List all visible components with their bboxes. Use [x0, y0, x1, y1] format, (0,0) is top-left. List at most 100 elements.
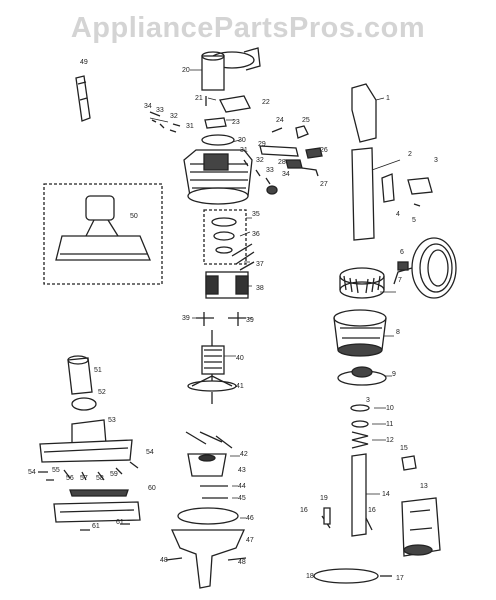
callout-56: 56	[66, 475, 74, 482]
callout-19: 19	[320, 495, 328, 502]
callout-16b: 16	[368, 507, 376, 514]
callout-33b: 33	[266, 167, 274, 174]
part-brushes	[196, 312, 246, 326]
part-belt	[313, 568, 379, 584]
callout-41: 41	[236, 383, 244, 390]
callout-39a: 39	[182, 315, 190, 322]
part-wand-top	[351, 83, 377, 143]
callout-34b: 34	[282, 171, 290, 178]
callout-39b: 39	[246, 317, 254, 324]
callout-50: 50	[130, 213, 138, 220]
part-brush-strip	[69, 489, 129, 497]
callout-54a: 54	[28, 469, 36, 476]
part-wand-tube	[351, 147, 375, 241]
callout-32a: 32	[170, 113, 178, 120]
part-handle-grip	[75, 75, 91, 122]
callout-8: 8	[396, 329, 400, 336]
callout-21: 21	[195, 95, 203, 102]
callout-48a: 48	[160, 557, 168, 564]
watermark: AppliancePartsPros.com	[70, 12, 426, 44]
callout-16a: 16	[300, 507, 308, 514]
part-washer	[350, 404, 370, 412]
part-gasket	[177, 507, 239, 525]
part-hose-end	[67, 355, 97, 411]
callout-61b: 61	[116, 519, 124, 526]
callout-52: 52	[98, 389, 106, 396]
callout-31b: 31	[240, 147, 248, 154]
callout-37a: 37	[256, 261, 264, 268]
part-nozzle-base	[170, 529, 246, 589]
part-fan	[187, 375, 237, 404]
part-wires	[231, 243, 255, 271]
part-armature	[201, 330, 225, 382]
callout-25: 25	[302, 117, 310, 124]
callout-59: 59	[110, 471, 118, 478]
callout-44: 44	[238, 483, 246, 490]
callout-53: 53	[108, 417, 116, 424]
callout-46: 46	[246, 515, 254, 522]
callout-6: 6	[400, 249, 404, 256]
callout-20: 20	[182, 67, 190, 74]
callout-17: 17	[396, 575, 404, 582]
callout-1: 1	[386, 95, 390, 102]
part-dust-cup	[401, 497, 441, 557]
part-ring-gear	[339, 267, 385, 299]
callout-33a: 33	[156, 107, 164, 114]
part-latch	[401, 455, 417, 471]
callout-36: 36	[252, 231, 260, 238]
callout-42: 42	[240, 451, 248, 458]
part-lower-tube	[351, 453, 367, 537]
callout-61a: 61	[92, 523, 100, 530]
callout-15: 15	[400, 445, 408, 452]
part-screws-42	[185, 431, 233, 449]
callout-29: 29	[258, 141, 266, 148]
callout-11: 11	[386, 421, 393, 428]
part-upholstery-tool	[39, 419, 133, 463]
callout-26: 26	[320, 147, 328, 154]
part-fan-cover	[187, 453, 227, 477]
callout-57: 57	[80, 475, 88, 482]
part-filter-bag	[333, 309, 387, 357]
callout-10: 10	[386, 405, 394, 412]
callout-27: 27	[320, 181, 328, 188]
part-screws-left	[149, 111, 181, 133]
callout-7: 7	[398, 277, 402, 284]
callout-40: 40	[236, 355, 244, 362]
part-clip	[205, 95, 251, 113]
callout-24: 24	[276, 117, 284, 124]
callout-45: 45	[238, 495, 246, 502]
part-clip-19	[323, 507, 331, 525]
callout-3b: 3	[366, 397, 370, 404]
callout-2: 2	[408, 151, 412, 158]
part-diaphragm	[337, 366, 387, 386]
part-bottom-plate	[53, 501, 141, 523]
callout-35: 35	[252, 211, 260, 218]
callout-3a: 3	[434, 157, 438, 164]
callout-31a: 31	[186, 123, 194, 130]
callout-13: 13	[420, 483, 428, 490]
callout-14: 14	[382, 491, 390, 498]
callout-34a: 34	[144, 103, 152, 110]
callout-48b: 48	[238, 559, 246, 566]
part-washers	[200, 485, 228, 499]
part-top-cap	[201, 47, 261, 91]
part-spring	[351, 420, 369, 449]
callout-12: 12	[386, 437, 394, 444]
callout-30: 30	[238, 137, 246, 144]
callout-32b: 32	[256, 157, 264, 164]
callout-38: 38	[256, 285, 264, 292]
part-floor-tool-box	[43, 183, 163, 285]
part-motor-housing	[183, 134, 253, 205]
callout-60: 60	[148, 485, 156, 492]
callout-47: 47	[246, 537, 254, 544]
callout-55: 55	[52, 467, 60, 474]
part-power-cord	[393, 237, 457, 299]
callout-54b: 54	[146, 449, 154, 456]
part-fan-assembly-box	[203, 209, 247, 265]
callout-58: 58	[96, 475, 104, 482]
callout-22: 22	[262, 99, 270, 106]
callout-23: 23	[232, 119, 240, 126]
callout-43: 43	[238, 467, 246, 474]
